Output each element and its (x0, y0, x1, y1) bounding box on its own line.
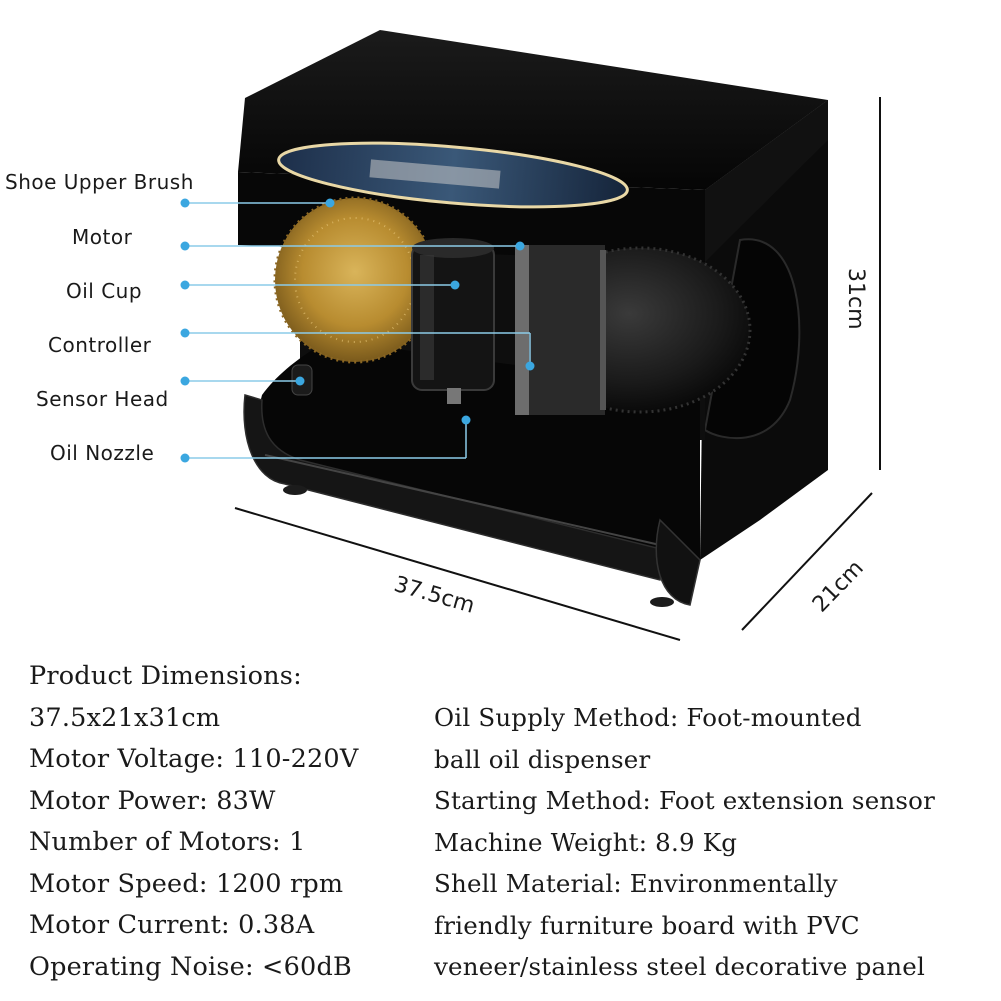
callout-label-shoe-upper-brush: Shoe Upper Brush (5, 170, 194, 194)
spec-line: Motor Speed: 1200 rpm (29, 868, 344, 899)
spec-line: Shell Material: Environmentally (434, 869, 838, 898)
dimension-lines (234, 97, 881, 641)
spec-line: Operating Noise: <60dB (29, 951, 352, 982)
spec-line: friendly furniture board with PVC (434, 910, 860, 940)
callout-label-controller: Controller (48, 333, 152, 357)
height-dimension-label: 31cm (843, 268, 868, 330)
spec-column-left: Product Dimensions: 37.5x21x31cm Motor V… (29, 656, 358, 988)
spec-line: 37.5x21x31cm (29, 702, 221, 733)
spec-line: Oil Supply Method: Foot-mounted (434, 703, 862, 732)
product-image (180, 30, 881, 641)
spec-line: veneer/stainless steel decorative panel (434, 952, 926, 981)
callout-lines (180, 198, 535, 463)
spec-line: Product Dimensions: (29, 661, 302, 691)
spec-column-right: Oil Supply Method: Foot-mounted ball oil… (434, 697, 935, 988)
callout-label-motor: Motor (72, 225, 133, 249)
spec-line: Machine Weight: 8.9 Kg (434, 827, 738, 857)
oil-cup (411, 238, 495, 404)
callout-label-oil-cup: Oil Cup (66, 279, 143, 303)
spec-line: Motor Current: 0.38A (29, 910, 315, 940)
callout-label-sensor-head: Sensor Head (36, 387, 169, 411)
spec-line: Number of Motors: 1 (29, 827, 306, 857)
spec-line: Starting Method: Foot extension sensor (434, 786, 936, 815)
callout-label-oil-nozzle: Oil Nozzle (50, 441, 155, 465)
motor-housing (515, 245, 606, 415)
spec-line: Motor Voltage: 110-220V (29, 744, 359, 774)
spec-line: ball oil dispenser (434, 744, 651, 774)
spec-line: Motor Power: 83W (29, 785, 276, 816)
